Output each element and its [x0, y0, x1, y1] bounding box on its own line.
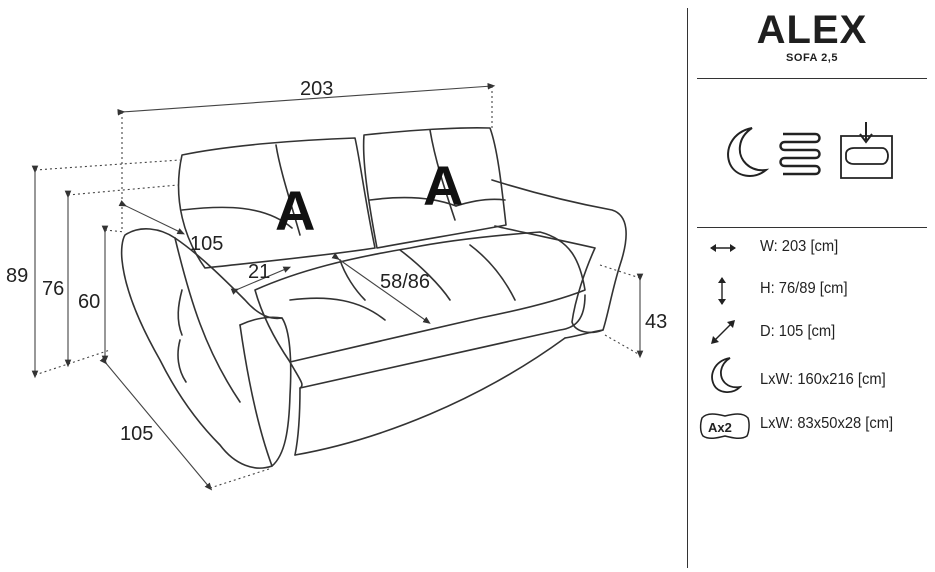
seat-label-right: A: [423, 154, 463, 217]
sofa-outline: [120, 127, 627, 469]
product-model: SOFA 2,5: [786, 52, 838, 64]
width-arrow-icon: [710, 244, 736, 252]
spec-bed-size: LxW: 160x216 [cm]: [760, 371, 886, 388]
seat-label-left: A: [275, 179, 315, 242]
moon-icon: [711, 357, 742, 393]
dim-height-seat: 43: [645, 311, 667, 333]
dim-depth-back: 105: [190, 233, 223, 255]
dim-width: 203: [300, 78, 333, 100]
spec-depth: D: 105 [cm]: [760, 323, 836, 340]
divider-middle: [697, 227, 927, 228]
depth-arrow-icon: [711, 320, 735, 344]
spec-cushion-size: LxW: 83x50x28 [cm]: [760, 415, 894, 432]
height-arrow-icon: [718, 277, 726, 305]
spec-width: W: 203 [cm]: [760, 238, 839, 255]
storage-box-icon: [840, 122, 893, 179]
dim-height-back: 76: [42, 278, 64, 300]
product-name: ALEX: [756, 8, 868, 52]
dim-height-total: 89: [6, 265, 28, 287]
sofa-drawing: A A: [6, 78, 667, 491]
panel-divider: [687, 8, 688, 568]
spring-icon: [779, 132, 821, 176]
cushion-badge: Ax2: [708, 420, 732, 435]
dimension-lines: [31, 83, 644, 491]
moon-icon: [727, 127, 770, 177]
dim-seat-depth: 58/86: [380, 271, 430, 293]
dim-depth-side: 105: [120, 423, 153, 445]
dim-height-arm: 60: [78, 291, 100, 313]
cushion-icon: Ax2: [699, 413, 750, 440]
divider-top: [697, 78, 927, 79]
spec-height: H: 76/89 [cm]: [760, 280, 848, 297]
dim-armrest-width: 21: [248, 261, 270, 283]
